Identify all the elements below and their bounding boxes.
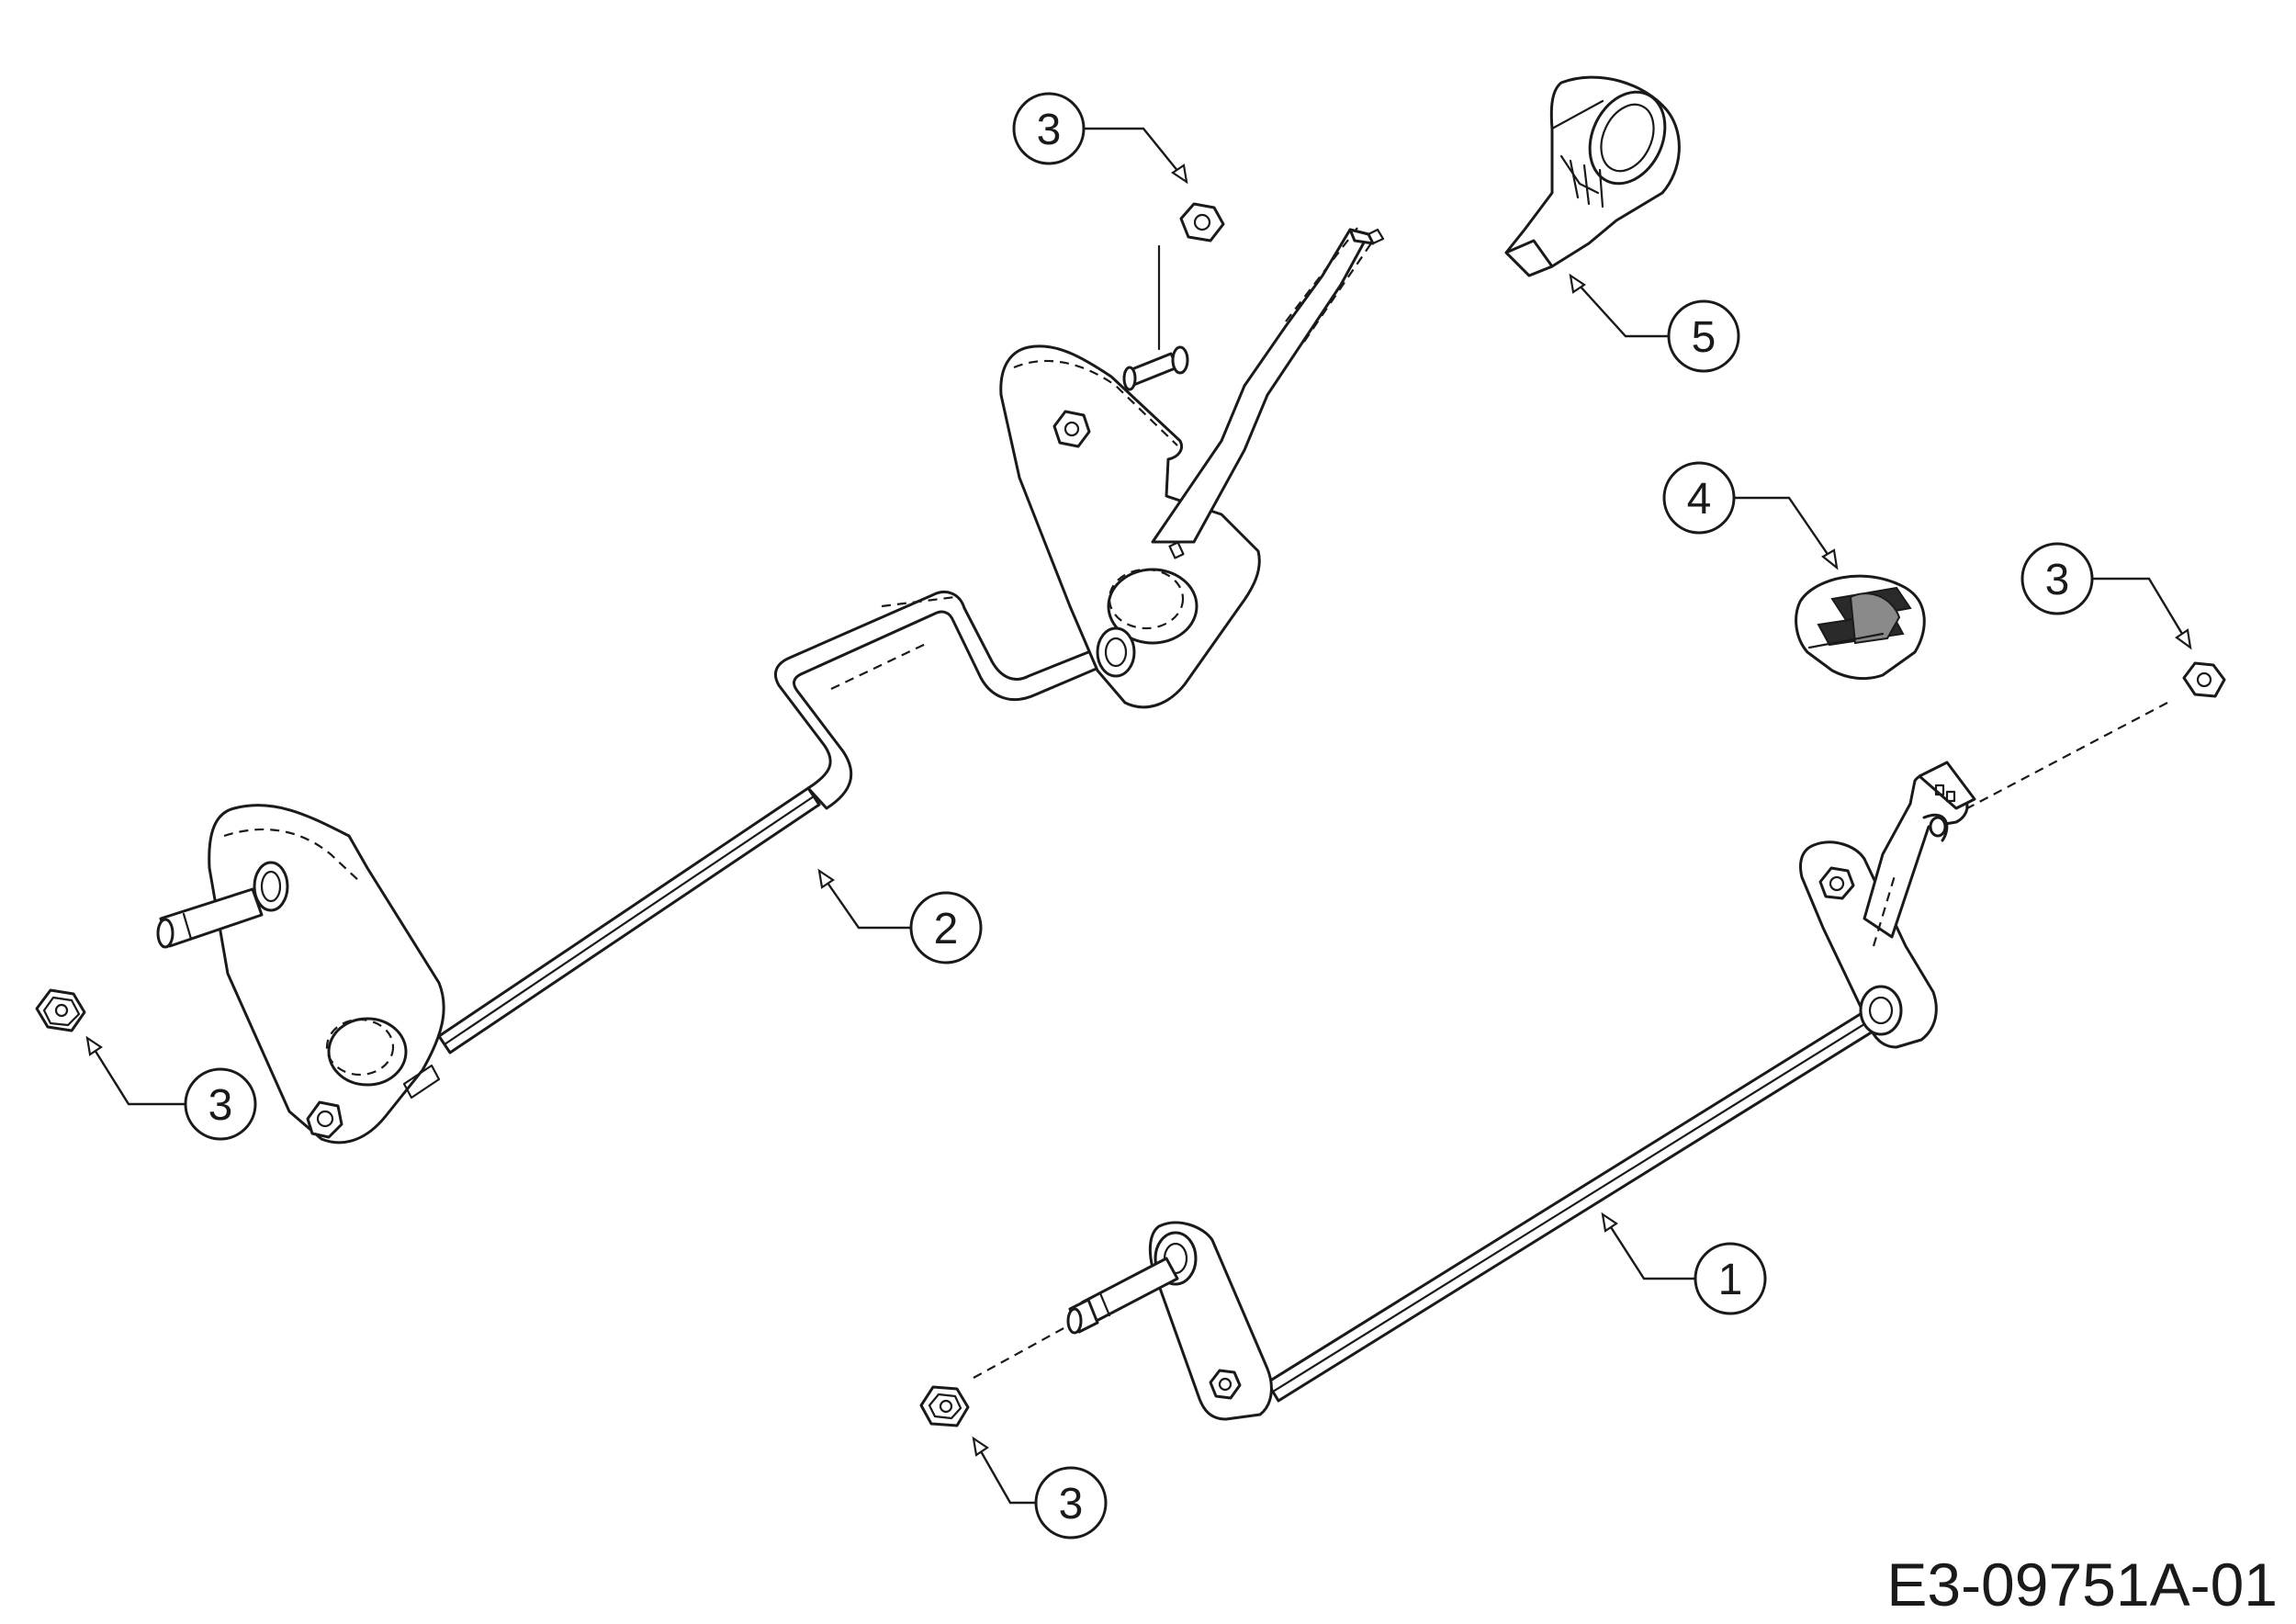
upper-bracket-bolt (1818, 866, 1855, 900)
lower-stub-shaft (1066, 1257, 1179, 1335)
axle-assembly-1 (1066, 761, 1976, 1421)
centerlines (973, 244, 2168, 1379)
callout-3-right: 3 (2020, 542, 2192, 650)
plate-hole (1107, 568, 1199, 645)
right-bracket-plate-2 (999, 227, 1385, 709)
bracket-hole (325, 1017, 408, 1087)
axle-crank-2 (774, 591, 1124, 810)
callout-1: 1 (1601, 1212, 1767, 1315)
callout-5: 5 (1569, 273, 1740, 373)
callout-5-label: 5 (1692, 313, 1716, 362)
axle-assembly-2 (156, 227, 1385, 1145)
axle-bar-1 (1266, 1004, 1886, 1403)
height-lever (1151, 227, 1385, 559)
centerline-right (1966, 702, 2168, 809)
callout-4: 4 (1662, 461, 1839, 570)
lever-knob-5 (1504, 75, 1681, 277)
callout-3-top: 3 (1012, 92, 1188, 185)
callout-4-label: 4 (1687, 475, 1712, 524)
upper-bracket-1 (1799, 761, 1976, 1049)
plate-bolt-top (1052, 410, 1091, 448)
left-bracket-plate-2 (156, 804, 445, 1145)
bracket-bolt (306, 1100, 343, 1139)
nut-top (1179, 202, 1225, 242)
callout-2-label: 2 (934, 905, 959, 953)
left-stub-shaft (156, 861, 289, 949)
knob-insert-4 (1795, 574, 1926, 681)
lower-bracket-bolt (1209, 1369, 1242, 1400)
callout-3-bottom-label: 3 (1059, 1480, 1084, 1528)
callout-3-top-label: 3 (1037, 106, 1062, 154)
drawing-code: E3-09751A-01 (1886, 1551, 2278, 1618)
axle-bar-2 (437, 786, 821, 1054)
callout-3-bottom: 3 (972, 1436, 1108, 1539)
callout-1-label: 1 (1718, 1256, 1743, 1304)
lower-bracket-1 (1148, 1221, 1273, 1421)
nut-bottom (919, 1385, 970, 1427)
callout-3-left-label: 3 (208, 1081, 233, 1130)
nut-right (2182, 661, 2226, 698)
callout-2: 2 (817, 868, 983, 964)
top-stud-shaft (1122, 345, 1189, 391)
front-lever (1863, 761, 1976, 947)
nut-left (35, 988, 86, 1032)
centerline-bottom (973, 1326, 1066, 1379)
callout-3-left: 3 (85, 1035, 257, 1141)
callout-3-right-label: 3 (2045, 556, 2070, 604)
